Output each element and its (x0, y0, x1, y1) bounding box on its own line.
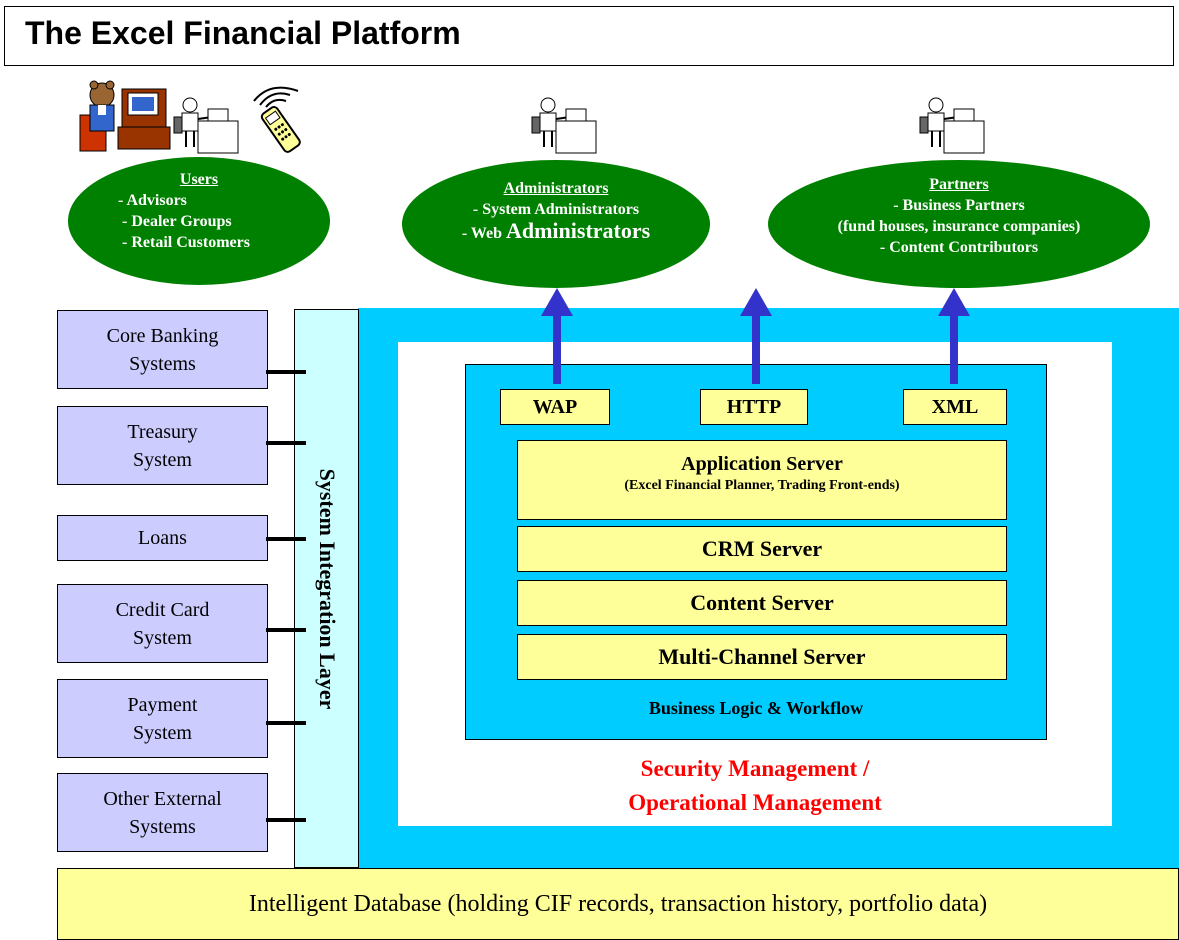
security-management-label: Security Management / Operational Manage… (398, 752, 1112, 820)
external-system-payment: Payment System (57, 679, 268, 758)
connector (266, 721, 306, 725)
bear-at-desk-icon (79, 80, 171, 152)
users-line: - Advisors (118, 192, 187, 209)
external-system-label: Treasury (127, 420, 198, 443)
external-system-label: System (133, 448, 192, 471)
external-system-other: Other External Systems (57, 773, 268, 852)
external-system-treasury: Treasury System (57, 406, 268, 485)
external-system-label: Credit Card (115, 598, 210, 621)
crm-server: CRM Server (517, 526, 1007, 572)
user-workstation-icon (173, 97, 239, 154)
intelligent-database: Intelligent Database (holding CIF record… (57, 868, 1179, 940)
system-integration-layer: System Integration Layer (294, 309, 359, 868)
external-system-label: Other External (103, 787, 222, 810)
partners-line: - Content Contributors (879, 239, 1039, 256)
application-server-subtitle: (Excel Financial Planner, Trading Front-… (624, 478, 900, 493)
connector (266, 818, 306, 822)
partners-ellipse: Partners - Business Partners (fund house… (768, 160, 1150, 288)
wap-arrow-head-icon (541, 288, 573, 316)
page-title: The Excel Financial Platform (25, 15, 461, 51)
users-ellipse: Users - Advisors - Dealer Groups - Retai… (68, 157, 330, 285)
business-logic-label: Business Logic & Workflow (648, 698, 864, 718)
partners-line: - Business Partners (893, 197, 1025, 214)
security-label-line1: Security Management / (640, 756, 870, 781)
external-system-label: Core Banking (106, 324, 219, 347)
connector (266, 441, 306, 445)
users-heading: Users (179, 171, 219, 188)
wap-arrow-shaft (553, 312, 561, 384)
external-system-credit-card: Credit Card System (57, 584, 268, 663)
xml-arrow-head-icon (938, 288, 970, 316)
http-arrow-shaft (752, 312, 760, 384)
protocol-xml: XML (903, 389, 1007, 425)
title-box: The Excel Financial Platform (4, 6, 1174, 66)
xml-arrow-shaft (950, 312, 958, 384)
partner-workstation-icon (919, 97, 985, 154)
administrators-heading: Administrators (503, 180, 609, 197)
http-arrow-head-icon (740, 288, 772, 316)
external-system-label: Systems (129, 815, 196, 838)
external-system-loans: Loans (57, 515, 268, 561)
security-label-line2: Operational Management (628, 790, 882, 815)
protocol-wap: WAP (500, 389, 610, 425)
protocol-http: HTTP (700, 389, 808, 425)
content-server: Content Server (517, 580, 1007, 626)
users-line: - Retail Customers (122, 234, 250, 251)
connector (266, 628, 306, 632)
partners-line: (fund houses, insurance companies) (837, 218, 1081, 235)
external-system-core-banking: Core Banking Systems (57, 310, 268, 389)
application-server-title: Application Server (681, 453, 843, 475)
administrators-line-big: Administrators (505, 218, 651, 243)
application-server: Application Server (Excel Financial Plan… (517, 440, 1007, 520)
connector (266, 370, 306, 374)
administrators-ellipse: Administrators - System Administrators -… (402, 160, 710, 288)
administrators-line-prefix: - Web (461, 225, 506, 242)
external-system-label: Payment (127, 693, 198, 716)
external-system-label: Loans (138, 527, 187, 549)
connector (266, 537, 306, 541)
admin-workstation-icon (531, 97, 597, 154)
users-line: - Dealer Groups (122, 213, 232, 230)
external-system-label: System (133, 721, 192, 744)
external-system-label: System (133, 626, 192, 649)
multichannel-server: Multi-Channel Server (517, 634, 1007, 680)
integration-layer-label: System Integration Layer (314, 468, 340, 709)
administrators-line: - System Administrators (472, 201, 640, 218)
external-system-label: Systems (129, 352, 196, 375)
mobile-phone-icon (253, 86, 301, 153)
partners-heading: Partners (929, 176, 989, 193)
